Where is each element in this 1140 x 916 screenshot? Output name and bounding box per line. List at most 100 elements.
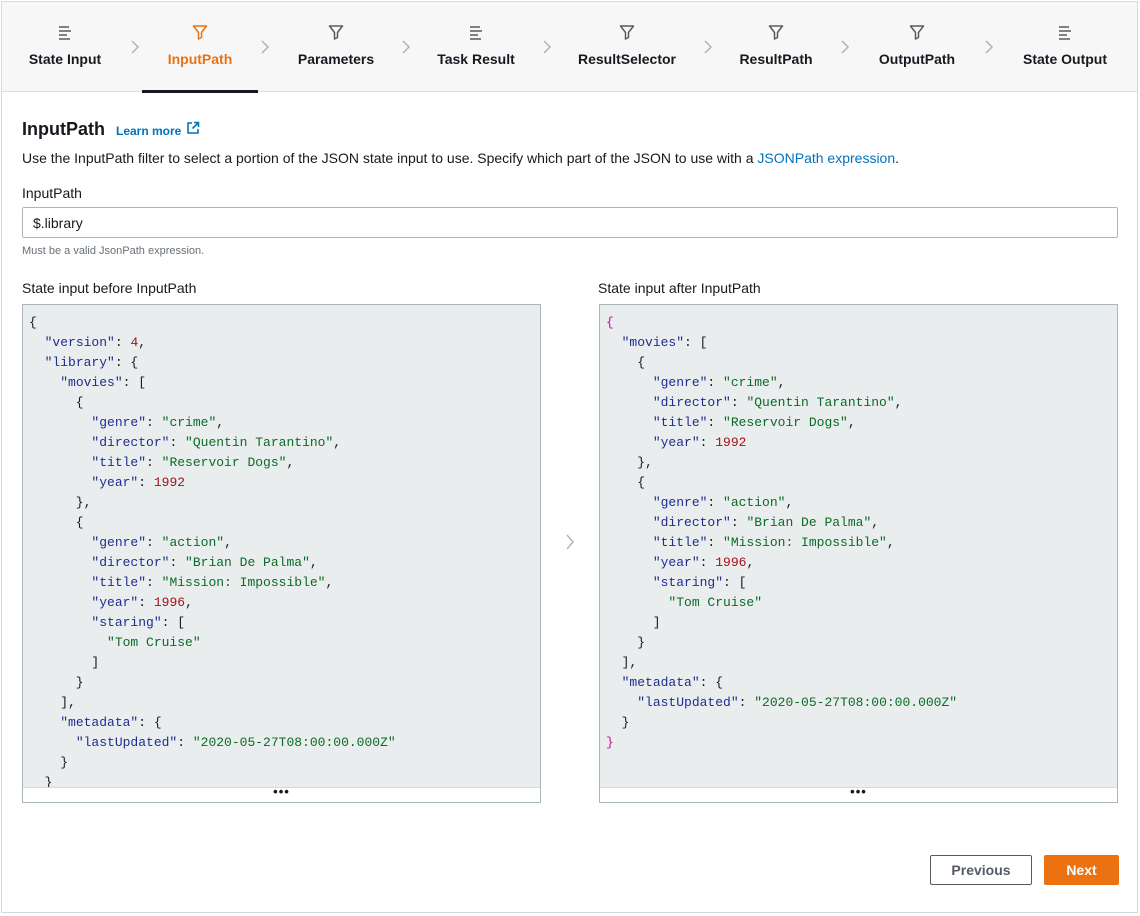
code-token: { (29, 515, 84, 530)
code-token: "movies" (622, 335, 684, 350)
code-token (606, 435, 653, 450)
code-token: , (185, 595, 193, 610)
code-line: "director": "Brian De Palma", (606, 513, 1117, 533)
list-icon (468, 24, 484, 40)
step-task-result[interactable]: Task Result (426, 2, 526, 92)
state-input-before-editor[interactable]: { "version": 4, "library": { "movies": [… (22, 304, 541, 803)
code-token: { (606, 355, 645, 370)
code-token: , (216, 415, 224, 430)
description-text: Use the InputPath filter to select a por… (22, 150, 757, 166)
code-token: , (895, 395, 903, 410)
code-line: "director": "Quentin Tarantino", (606, 393, 1117, 413)
step-state-output[interactable]: State Output (1010, 2, 1120, 92)
step-state-input[interactable]: State Input (18, 2, 112, 92)
code-line: }, (606, 453, 1117, 473)
code-token: , (746, 555, 754, 570)
code-line: "year": 1992 (606, 433, 1117, 453)
code-token: "genre" (653, 495, 708, 510)
step-label: State Input (18, 51, 112, 67)
previous-button[interactable]: Previous (930, 855, 1032, 885)
code-token: "2020-05-27T08:00:00.000Z" (754, 695, 957, 710)
step-parameters[interactable]: Parameters (286, 2, 386, 92)
state-input-after-editor[interactable]: { "movies": [ { "genre": "crime", "direc… (599, 304, 1118, 803)
code-token: , (887, 535, 895, 550)
code-token: : (146, 575, 162, 590)
code-token: "Reservoir Dogs" (162, 455, 287, 470)
code-token: ], (606, 655, 637, 670)
code-token (29, 435, 91, 450)
external-link-icon[interactable] (186, 121, 200, 135)
step-outputpath[interactable]: OutputPath (866, 2, 968, 92)
code-line: "library": { (29, 353, 540, 373)
code-line: "lastUpdated": "2020-05-27T08:00:00.000Z… (606, 693, 1117, 713)
code-token: 1996 (154, 595, 185, 610)
code-token: "genre" (91, 535, 146, 550)
learn-more-link[interactable]: Learn more (116, 124, 181, 138)
step-resultpath[interactable]: ResultPath (726, 2, 826, 92)
code-token: ], (29, 695, 76, 710)
step-label: OutputPath (866, 51, 968, 67)
code-token: : (739, 695, 755, 710)
code-token: "crime" (723, 375, 778, 390)
code-token: ] (606, 615, 661, 630)
code-token (29, 335, 45, 350)
code-line: { (29, 313, 540, 333)
inputpath-field-label: InputPath (22, 185, 82, 201)
code-token: : { (138, 715, 161, 730)
code-token (29, 555, 91, 570)
code-token: , (224, 535, 232, 550)
code-token: : (707, 535, 723, 550)
step-label: Parameters (286, 51, 386, 67)
code-token (29, 355, 45, 370)
description-end: . (895, 150, 899, 166)
code-token: , (310, 555, 318, 570)
section-title: InputPath (22, 119, 105, 140)
code-token: { (29, 315, 37, 330)
inputpath-input[interactable] (22, 207, 1118, 238)
before-panel-title: State input before InputPath (22, 280, 196, 296)
code-line: "lastUpdated": "2020-05-27T08:00:00.000Z… (29, 733, 540, 753)
jsonpath-expression-link[interactable]: JSONPath expression (757, 150, 895, 166)
code-token: "Quentin Tarantino" (746, 395, 894, 410)
code-token: , (333, 435, 341, 450)
code-line: "director": "Brian De Palma", (29, 553, 540, 573)
code-token: 1996 (715, 555, 746, 570)
code-token: : [ (162, 615, 185, 630)
after-code-body: { "movies": [ { "genre": "crime", "direc… (600, 305, 1117, 788)
code-token: "Mission: Impossible" (723, 535, 887, 550)
after-panel-title: State input after InputPath (598, 280, 761, 296)
code-token: "action" (162, 535, 224, 550)
code-token (606, 575, 653, 590)
code-token: , (325, 575, 333, 590)
code-token (606, 395, 653, 410)
code-line: "genre": "action", (606, 493, 1117, 513)
code-token: "library" (45, 355, 115, 370)
code-token: : (169, 555, 185, 570)
code-token (606, 515, 653, 530)
code-token: : (115, 335, 131, 350)
step-inputpath[interactable]: InputPath (142, 2, 258, 92)
code-line: "year": 1992 (29, 473, 540, 493)
code-token: "Tom Cruise" (107, 635, 201, 650)
filter-icon (192, 24, 208, 40)
code-token (29, 535, 91, 550)
code-token (29, 715, 60, 730)
chevron-right-icon (984, 40, 994, 54)
code-line: "movies": [ (606, 333, 1117, 353)
code-token: "Brian De Palma" (746, 515, 871, 530)
code-line: } (606, 713, 1117, 733)
code-token: "movies" (60, 375, 122, 390)
code-line: "genre": "action", (29, 533, 540, 553)
code-line: } (29, 753, 540, 773)
code-token: : (700, 435, 716, 450)
code-token: : { (115, 355, 138, 370)
next-button[interactable]: Next (1044, 855, 1119, 885)
code-line: "Tom Cruise" (29, 633, 540, 653)
chevron-right-icon (130, 40, 140, 54)
step-label: ResultPath (726, 51, 826, 67)
step-resultselector[interactable]: ResultSelector (568, 2, 686, 92)
resize-handle[interactable]: ••• (600, 787, 1117, 802)
resize-handle[interactable]: ••• (23, 787, 540, 802)
code-line: "title": "Mission: Impossible", (606, 533, 1117, 553)
